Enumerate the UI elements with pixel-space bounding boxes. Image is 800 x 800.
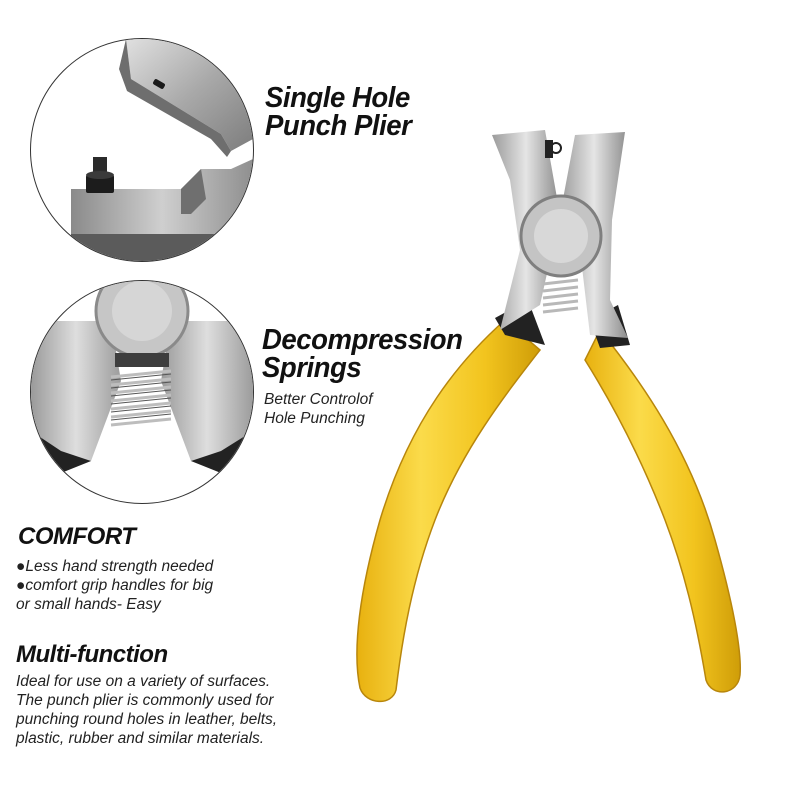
comfort-item: ●comfort grip handles for big: [16, 577, 214, 594]
decompression-subtext-line: Hole Punching: [264, 410, 365, 427]
decompression-subtext-line: Better Controlof: [264, 391, 373, 408]
comfort-heading: COMFORT: [18, 523, 136, 550]
single-hole-heading-line2: Punch Plier: [265, 110, 412, 142]
decompression-heading-line1: Decompression: [262, 324, 463, 356]
comfort-item: ●Less hand strength needed: [16, 558, 214, 575]
multi-function-line: The punch plier is commonly used for: [16, 692, 274, 709]
spring-closeup-circle: [30, 280, 254, 504]
decompression-heading-line2: Springs: [262, 352, 362, 384]
spring-closeup-icon: [31, 281, 253, 481]
single-hole-heading-line1: Single Hole: [265, 82, 410, 114]
multi-function-line: plastic, rubber and similar materials.: [16, 730, 265, 747]
multi-function-line: punching round holes in leather, belts,: [16, 711, 278, 728]
comfort-list: ●Less hand strength needed ●comfort grip…: [16, 557, 213, 614]
multi-function-heading: Multi-function: [16, 641, 168, 668]
comfort-item: or small hands- Easy: [16, 596, 161, 613]
multi-function-line: Ideal for use on a variety of surfaces.: [16, 673, 271, 690]
decompression-subtext: Better Controlof Hole Punching: [264, 390, 373, 428]
multi-function-text: Ideal for use on a variety of surfaces. …: [16, 672, 277, 748]
